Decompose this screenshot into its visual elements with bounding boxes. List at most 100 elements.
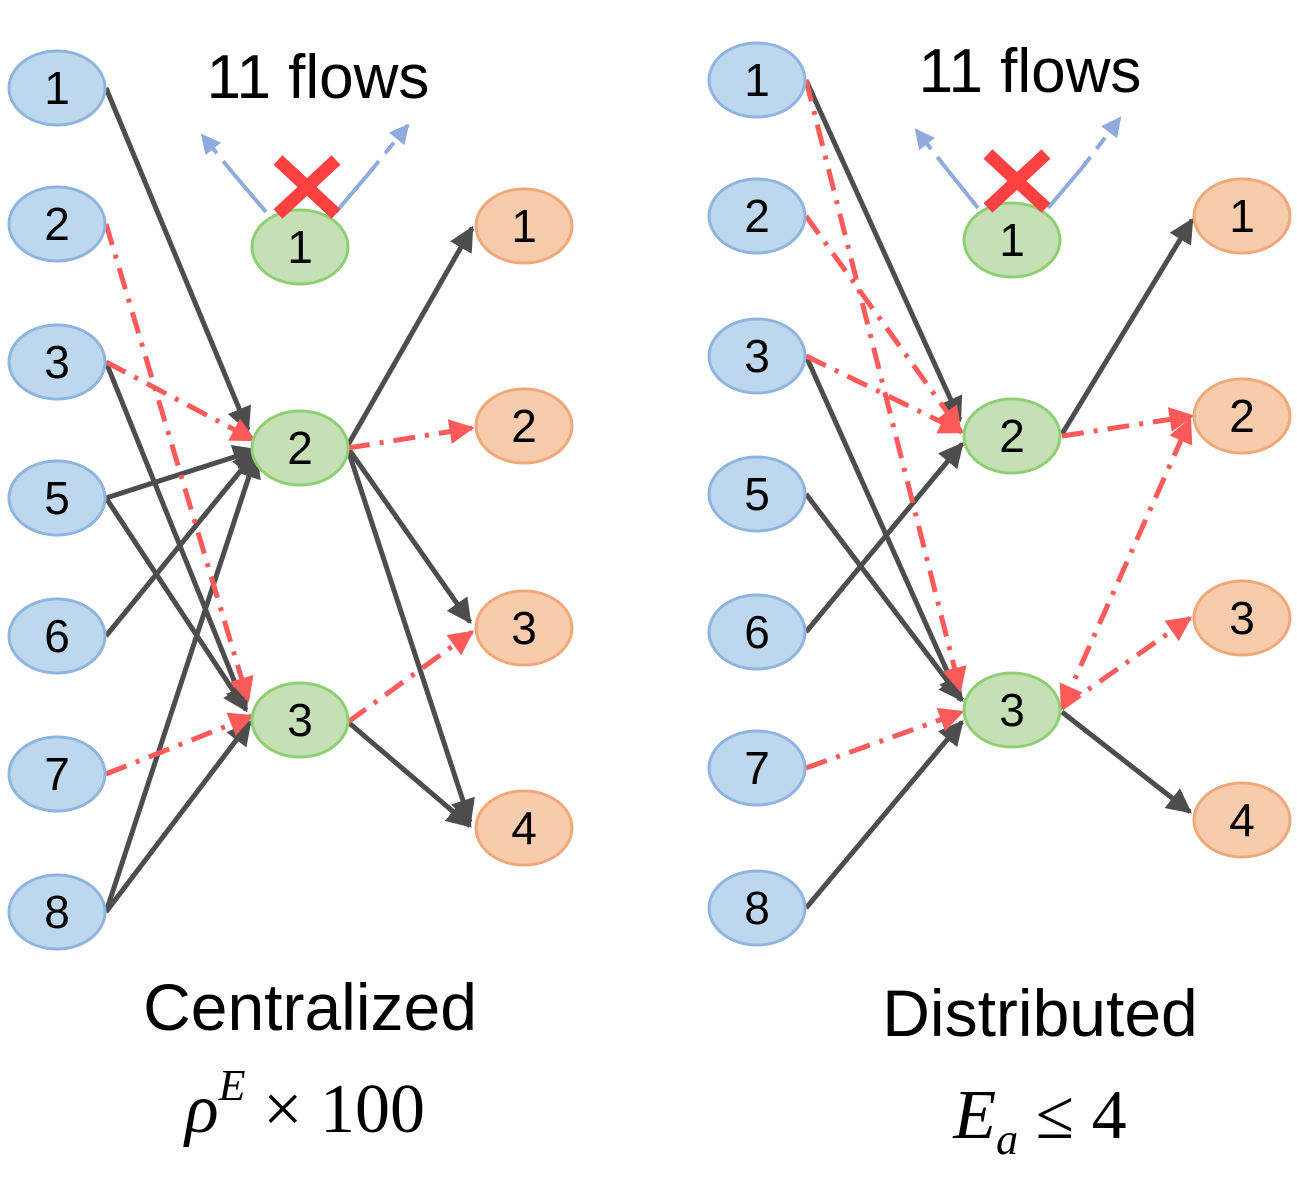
edge-dashed: [804, 353, 965, 435]
panel-title: Distributed: [882, 976, 1197, 1050]
edges-distributed: [803, 78, 1195, 910]
edge-solid: [345, 446, 473, 625]
edge-solid: [803, 78, 963, 423]
sources-distributed: 1 2 3 5 6 7 8: [707, 41, 807, 947]
failed-link: [230, 170, 268, 214]
edge-solid: [103, 361, 250, 713]
relay-label: 3: [287, 694, 313, 746]
flows-label: 11 flows: [919, 37, 1142, 106]
dest-label: 1: [511, 200, 537, 252]
failure-cross-icon: [273, 155, 341, 219]
edge-dashed: [1061, 407, 1195, 439]
source-node: [707, 729, 807, 807]
relays-distributed: 1 2 3: [962, 201, 1062, 749]
edge-solid: [346, 720, 472, 828]
edge-solid: [104, 450, 258, 638]
source-node: [707, 41, 807, 119]
edge-solid: [1060, 710, 1192, 814]
source-label: 7: [44, 748, 70, 800]
source-label: 3: [44, 336, 70, 388]
panel-centralized: 1 2 3 5 6 7 8 1 2 3: [7, 43, 574, 1148]
edge-solid: [105, 444, 259, 501]
source-node: [7, 597, 107, 675]
edge-solid: [804, 720, 964, 910]
edge-solid: [103, 452, 261, 913]
edge-solid: [345, 449, 475, 825]
source-label: 8: [44, 886, 70, 938]
failed-link: [914, 128, 948, 170]
failed-link: [1080, 116, 1122, 170]
source-node: [7, 873, 107, 951]
dest-label: 4: [511, 802, 537, 854]
failure-cross-icon: [983, 149, 1051, 213]
edge-dashed: [803, 214, 963, 433]
flows-label: 11 flows: [207, 43, 430, 112]
failed-link: [944, 166, 980, 210]
source-label: 6: [744, 606, 770, 658]
dest-node: [1192, 579, 1292, 657]
failed-link: [368, 123, 410, 174]
sources-centralized: 1 2 3 5 6 7 8: [7, 49, 107, 951]
failed-relay-links: [914, 116, 1122, 210]
dest-label: 2: [511, 400, 537, 452]
panel-title: Centralized: [143, 970, 477, 1044]
edge-dashed: [105, 712, 255, 777]
relay-label: 1: [999, 214, 1025, 266]
dest-node: [474, 187, 574, 265]
relay-node: [962, 201, 1062, 279]
dest-label: 3: [511, 602, 537, 654]
relay-node: [962, 397, 1062, 475]
dests-distributed: 1 2 3 4: [1192, 177, 1292, 859]
dest-node: [1192, 377, 1292, 455]
source-label: 5: [44, 472, 70, 524]
source-node: [707, 593, 807, 671]
dests-centralized: 1 2 3 4: [474, 187, 574, 867]
relay-label: 1: [287, 221, 313, 273]
source-label: 3: [744, 330, 770, 382]
edge-dashed: [803, 79, 967, 693]
edge-solid: [103, 496, 249, 713]
relay-node: [250, 208, 350, 286]
source-label: 1: [744, 54, 770, 106]
source-node: [707, 177, 807, 255]
edge-solid: [104, 720, 252, 914]
edges-centralized: [103, 87, 475, 914]
dest-label: 3: [1229, 592, 1255, 644]
dest-node: [474, 589, 574, 667]
relay-node: [250, 409, 350, 487]
source-label: 5: [744, 468, 770, 520]
source-label: 2: [744, 190, 770, 242]
failed-link: [1046, 166, 1084, 210]
relays-centralized: 1 2 3: [250, 208, 350, 759]
edge-dashed: [347, 419, 475, 451]
edge-solid: [103, 87, 251, 433]
dest-label: 2: [1229, 390, 1255, 442]
relay-label: 2: [999, 410, 1025, 462]
source-label: 2: [44, 198, 70, 250]
edge-dashed: [103, 223, 254, 703]
dest-node: [474, 387, 574, 465]
source-label: 8: [744, 882, 770, 934]
source-node: [7, 323, 107, 401]
source-node: [707, 317, 807, 395]
edge-dashed: [346, 629, 475, 725]
failed-relay-links: [200, 123, 410, 214]
source-node: [707, 869, 807, 947]
source-node: [7, 185, 107, 263]
relay-node: [250, 681, 350, 759]
edge-solid: [804, 442, 964, 634]
dest-label: 1: [1229, 190, 1255, 242]
relay-label: 3: [999, 684, 1025, 736]
failed-link: [334, 170, 372, 214]
dest-label: 4: [1229, 794, 1255, 846]
source-node: [707, 455, 807, 533]
source-node: [7, 49, 107, 127]
dest-node: [1192, 177, 1292, 255]
failed-link: [200, 133, 234, 174]
edge-solid: [1059, 217, 1195, 436]
source-label: 6: [44, 610, 70, 662]
edge-dashed: [805, 707, 965, 771]
dest-node: [474, 789, 574, 867]
edge-solid: [804, 492, 964, 702]
